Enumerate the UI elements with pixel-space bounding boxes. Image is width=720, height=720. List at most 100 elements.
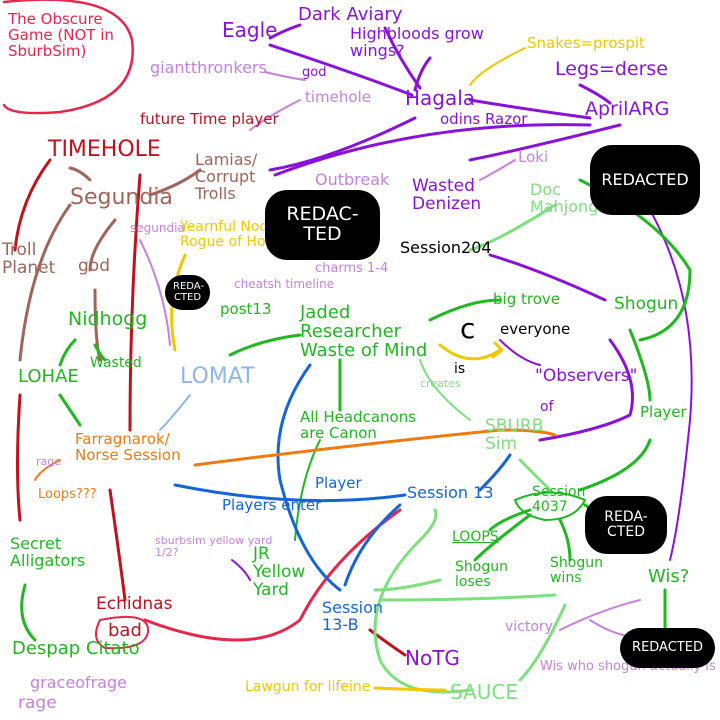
- edge-session13-sburb: [478, 453, 512, 492]
- edge-loses-session13b: [373, 578, 442, 592]
- node-wasted-denizen: Wasted Denizen: [412, 176, 482, 214]
- node-loki: Loki: [518, 148, 549, 166]
- edge-lomat-ragnarok: [159, 394, 191, 431]
- node-wasted-small: Wasted: [90, 355, 142, 371]
- edge-darkaviary-eagle: [268, 23, 302, 40]
- redacted-label: REDAC- TED: [286, 203, 359, 245]
- edge-nidhogg-wasted: [93, 343, 107, 362]
- node-of-label: of: [540, 399, 554, 415]
- node-eagle: Eagle: [222, 18, 278, 42]
- node-sburbsim-yellow: sburbsim yellow yard 1/2?: [155, 534, 273, 559]
- node-rage: rage: [36, 455, 62, 468]
- edge-lohae-secret: [16, 393, 22, 522]
- edge-doc-session204: [468, 203, 557, 252]
- redacted-blob-2: REDAC- TED: [265, 190, 380, 260]
- edge-segundia-lamias: [148, 168, 202, 197]
- node-is-label: is: [454, 361, 466, 377]
- edge-echidnas-session13: [143, 508, 402, 642]
- node-victory: victory: [505, 619, 553, 635]
- edge-shogunwins-sauce: [518, 603, 567, 682]
- edge-aprilarg-lamias: [273, 123, 592, 177]
- edge-4037-shogunw: [558, 518, 572, 562]
- node-yearnful-node: Yearnful Node Rogue of Hope: [180, 219, 284, 250]
- redacted-label: REDACTED: [632, 640, 703, 656]
- edge-segundia-timehole: [68, 166, 92, 182]
- edge-aprilarg-wasted: [468, 123, 622, 162]
- edge-timehole-lamias: [249, 99, 301, 131]
- node-player-right: Player: [640, 403, 687, 421]
- edge-segundia-god: [88, 218, 117, 272]
- node-session13b: Session 13-B: [322, 598, 384, 634]
- edge-darkaviary-hagala: [383, 26, 422, 90]
- node-future-time-player: future Time player: [140, 110, 279, 128]
- redacted-label: REDA- CTED: [604, 509, 648, 540]
- node-shogun-wins: Shogun wins: [550, 555, 603, 586]
- edge-segundia-lohae: [18, 203, 72, 362]
- node-aprilarg: AprilARG: [585, 98, 670, 120]
- edge-hagala-highbloods: [413, 56, 432, 92]
- edge-session13-13b: [343, 503, 402, 587]
- edge-c-arrow: [438, 343, 502, 361]
- node-players-enter: Players enter: [222, 496, 322, 514]
- node-observers: "Observers": [535, 366, 638, 386]
- edge-loops-rage: [34, 459, 61, 481]
- edge-snakes-hagala: [469, 47, 526, 86]
- node-troll-planet: Troll Planet: [2, 240, 56, 278]
- edge-jaded-post13: [228, 333, 302, 357]
- edge-lohae-ragnarok: [58, 393, 82, 427]
- redacted-blob-3: REDA- CTED: [165, 275, 210, 310]
- edge-sburb-jaded: [419, 359, 471, 421]
- node-doc-mahjong: Doc Mahjong: [530, 180, 599, 216]
- edge-bad-ellipse: [95, 615, 150, 650]
- edge-giant-god: [264, 71, 306, 81]
- edge-shogun-player: [628, 328, 652, 402]
- node-snakes-prospit: Snakes=prospit: [527, 34, 645, 52]
- node-jr-yellow-yard: JR Yellow Yard: [253, 544, 306, 600]
- edge-legs-aprilarg: [578, 83, 612, 105]
- edge-session13-playersenter: [173, 483, 407, 503]
- node-timehole: TIMEHOLE: [48, 137, 161, 162]
- edge-4037-ellipse: [514, 491, 586, 521]
- edge-jaded-session13: [276, 363, 342, 592]
- node-session4037: Session 4037: [532, 484, 586, 515]
- edge-hagala-aprilarg: [468, 98, 592, 120]
- redacted-label: REDA- CTED: [173, 281, 205, 303]
- edge-timehole-ragnarok: [128, 173, 142, 432]
- node-sburb-sim: SBURB Sim: [485, 416, 544, 454]
- edge-jaded-bigtrove: [428, 298, 502, 322]
- node-segundia-small: segundia: [130, 221, 185, 235]
- edge-lawgun-sauce: [373, 686, 447, 692]
- node-shogun-loses: Shogun loses: [455, 559, 508, 590]
- redacted-blob-4: REDA- CTED: [585, 496, 667, 554]
- node-loops: LOOPS: [452, 529, 499, 545]
- node-hagala: Hagala: [405, 86, 476, 110]
- edge-segundia-lomat: [139, 239, 171, 346]
- edge-god-wasted: [93, 288, 102, 362]
- edge-wins-session13b: [378, 593, 557, 602]
- node-god-left: god: [78, 256, 110, 276]
- node-god-top: god: [302, 65, 327, 80]
- node-big-trove: big trove: [493, 290, 560, 308]
- node-cheatsh: cheatsh timeline: [234, 277, 335, 291]
- node-outbreak: Outbreak: [315, 170, 390, 189]
- node-legs-derse: Legs=derse: [555, 58, 668, 80]
- edge-hagala-lamias: [268, 116, 417, 172]
- node-lawgun: Lawgun for lifeine: [245, 679, 371, 695]
- node-secret-alligators: Secret Alligators: [10, 534, 86, 570]
- edge-loki-wasted: [479, 159, 516, 181]
- node-session13: Session 13: [407, 483, 494, 502]
- node-loops-q: Loops???: [38, 487, 97, 502]
- edge-player-4037: [578, 438, 652, 492]
- node-obscure-game: The Obscure Game (NOT in SburbSim): [8, 10, 114, 60]
- edge-redacted1-sburb: [649, 209, 693, 561]
- edge-c-arrowhead: [491, 341, 504, 359]
- node-charms: charms 1-4: [315, 261, 389, 276]
- node-giantthrones: giantthronkers: [150, 58, 267, 77]
- node-lomat: LOMAT: [180, 364, 255, 389]
- node-notg: NoTG: [405, 646, 460, 670]
- node-everyone: everyone: [500, 320, 571, 338]
- redacted-blob-5: REDACTED: [620, 628, 715, 668]
- node-bad: bad: [108, 620, 142, 641]
